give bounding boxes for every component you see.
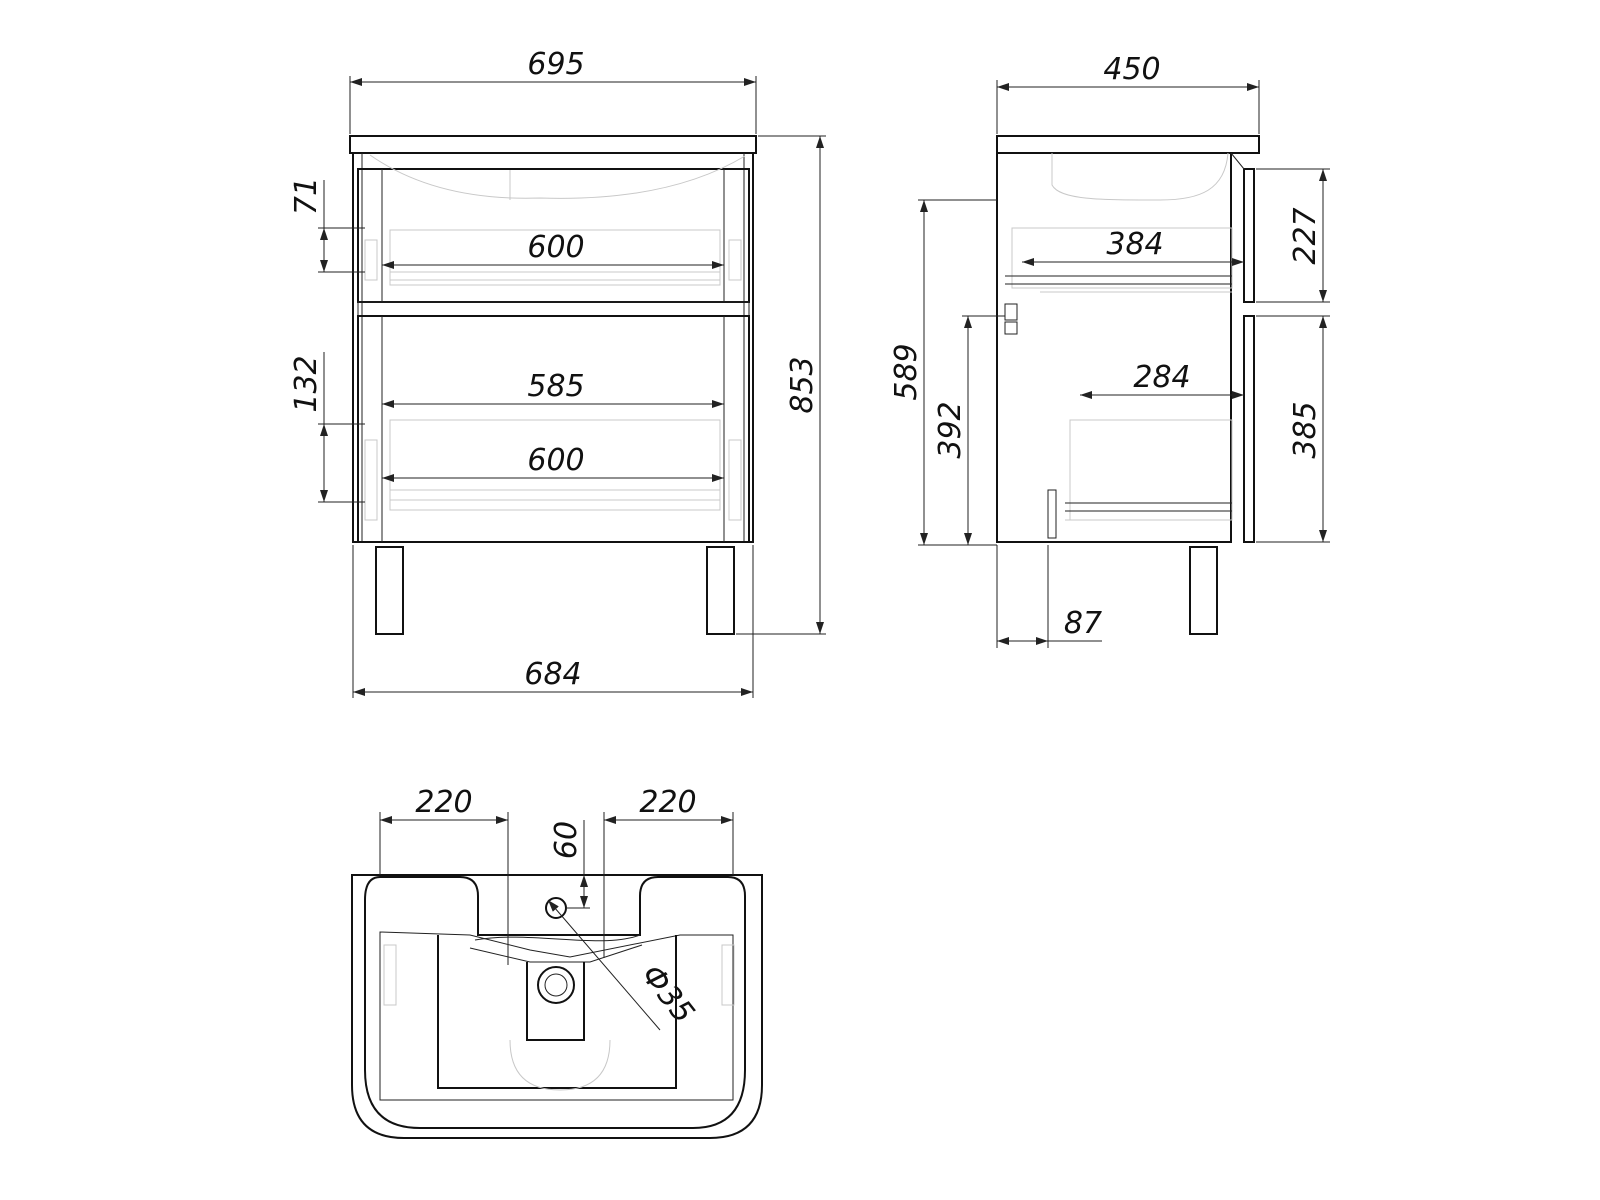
dim-side-upper-front-height: 227 [1288,207,1323,264]
dim-side-lower-front-height: 385 [1288,401,1323,458]
front-left-leg [375,546,404,635]
dim-basin-right-offset: 220 [639,785,696,820]
front-view: 695 684 853 600 585 600 71 132 [289,47,826,698]
side-cabinet-body [996,152,1232,543]
side-view: 450 384 284 589 392 227 385 87 [889,52,1330,648]
front-lower-drawer [357,315,750,543]
basin-outer-rim [351,874,763,1139]
dim-side-lower-drawer-depth: 284 [1133,360,1190,395]
dim-front-lower-offset: 132 [289,355,324,412]
basin-drain [537,966,575,1004]
dim-front-base-width: 684 [524,657,581,692]
basin-top-view: 220 220 60 Ф35 [351,785,763,1139]
dim-front-overall-width: 695 [527,47,584,82]
dim-side-leg-offset: 87 [1064,606,1102,641]
dim-front-lower-inner-width: 600 [527,443,584,478]
dim-front-upper-offset: 71 [289,177,324,215]
front-right-leg [706,546,735,635]
front-cabinet-body [352,152,754,543]
side-lower-front [1243,315,1255,543]
dim-side-depth: 450 [1103,52,1160,87]
dim-basin-tap-offset: 60 [549,821,584,859]
dim-side-lower-drawer-height: 392 [933,401,968,458]
dim-basin-left-offset: 220 [415,785,472,820]
dim-front-lower-drawer-width: 585 [527,369,584,404]
dim-front-upper-inner-width: 600 [527,230,584,265]
dim-side-cabinet-height: 589 [889,343,924,400]
side-upper-front [1243,168,1255,303]
front-countertop [349,135,757,154]
side-leg [1189,546,1218,635]
dim-basin-tap-diameter: Ф35 [634,958,701,1030]
dim-front-total-height: 853 [785,356,820,413]
dim-side-upper-drawer-depth: 384 [1106,227,1163,262]
side-countertop [996,135,1260,154]
